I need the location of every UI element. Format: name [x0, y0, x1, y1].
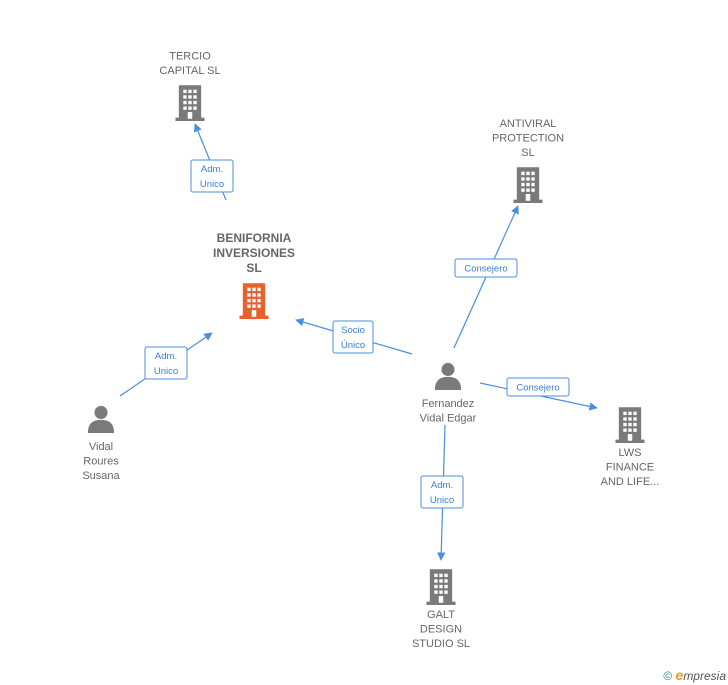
edge-fernandez-to-galt: Adm. Unico [420, 424, 464, 561]
edges-layer: Adm.UnicoConsejeroSocioÚnicoAdm.UnicoCon… [119, 123, 598, 561]
edge-label-text: Socio [341, 325, 365, 336]
node-label: CAPITAL SL [159, 65, 220, 77]
node-tercio[interactable]: TERCIO CAPITAL SL [159, 51, 221, 122]
node-label: DESIGN [420, 624, 462, 636]
building-icon[interactable] [239, 283, 269, 319]
node-label: AND LIFE... [601, 476, 660, 488]
node-label: SL [246, 261, 261, 275]
node-label: Susana [82, 470, 120, 482]
building-icon[interactable] [615, 407, 645, 443]
node-label: Vidal Edgar [420, 413, 477, 425]
node-label: Fernandez [422, 398, 475, 410]
brand-logo-text: mpresia [683, 669, 726, 683]
person-icon[interactable] [434, 362, 462, 390]
edge-label-text: Adm. [431, 480, 453, 491]
node-label: BENIFORNIA [217, 231, 292, 245]
edge-label-box[interactable] [332, 320, 374, 354]
node-label: Vidal [89, 441, 113, 453]
edge-vidal-to-benifornia: Adm. Unico [119, 332, 213, 397]
building-icon[interactable] [426, 569, 456, 605]
edge-label-text: Unico [430, 495, 454, 506]
node-label: Roures [83, 456, 119, 468]
edge-fernandez-to-lws: Consejero [479, 377, 598, 411]
edge-label-text: Adm. [201, 164, 223, 175]
node-label: LWS [618, 447, 641, 459]
node-label: FINANCE [606, 462, 654, 474]
edge-label-box[interactable] [190, 159, 234, 193]
edge-fernandez-to-antiviral: Consejero [453, 205, 519, 349]
edge-label-text: Único [341, 340, 365, 351]
copyright-icon: © [663, 669, 673, 683]
edge-label-text: Unico [200, 179, 224, 190]
edge-label-text: Consejero [464, 264, 507, 275]
node-label: INVERSIONES [213, 246, 295, 260]
edge-benifornia-to-tercio: Adm. Unico [190, 123, 234, 201]
brand-logo-initial: e [675, 667, 684, 683]
node-label: SL [521, 147, 534, 159]
edge-label-box[interactable] [144, 346, 188, 380]
edge-label-text: Consejero [516, 383, 559, 394]
edge-label-box[interactable] [420, 475, 464, 509]
node-lws[interactable]: LWS FINANCE AND LIFE... [601, 407, 660, 488]
edge-label-text: Adm. [155, 351, 177, 362]
empresia-watermark: © empresia [663, 667, 726, 683]
building-icon[interactable] [513, 167, 543, 203]
node-label: PROTECTION [492, 133, 564, 145]
edge-label-text: Unico [154, 366, 178, 377]
node-label: GALT [427, 609, 455, 621]
node-label: STUDIO SL [412, 638, 470, 650]
person-icon[interactable] [87, 405, 115, 433]
node-label: TERCIO [169, 51, 211, 63]
edge-label-box[interactable] [454, 258, 518, 278]
building-icon[interactable] [175, 85, 205, 121]
edge-label-box[interactable] [506, 377, 570, 397]
node-galt[interactable]: GALT DESIGN STUDIO SL [412, 569, 470, 650]
node-label: ANTIVIRAL [500, 118, 557, 130]
node-antiviral[interactable]: ANTIVIRAL PROTECTION SL [492, 118, 564, 203]
